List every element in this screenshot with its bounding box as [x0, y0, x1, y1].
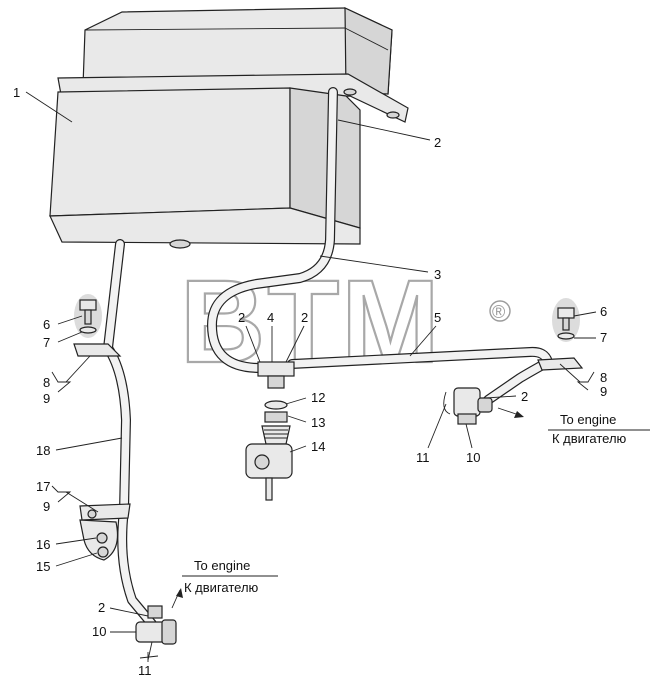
callout-15: 15: [36, 559, 50, 574]
clamp-hole: [87, 509, 97, 519]
callout-4: 4: [267, 310, 274, 325]
callout-7-left: 7: [43, 335, 50, 350]
callout-8-left: 8: [43, 375, 50, 390]
left-washer: [79, 326, 97, 334]
bottom-clip-11: [139, 655, 159, 659]
left-clamp-8: [73, 343, 122, 357]
registered-mark-circle: [489, 300, 511, 322]
watermark: BTM ®: [179, 255, 511, 389]
callout-11-bottom: 11: [138, 663, 152, 678]
tee-stem: [267, 375, 285, 389]
callout-5: 5: [434, 310, 441, 325]
flow-arrows: [171, 407, 524, 609]
callout-8-right: 8: [600, 370, 607, 385]
lower-left-clamp: [79, 503, 131, 561]
spring-13: [261, 425, 291, 445]
valve-port: [254, 454, 270, 470]
engine-note-right: To engine К двигателю: [552, 412, 627, 446]
flange-bolt-1: [343, 88, 357, 96]
tank-lid-side: [344, 7, 393, 95]
callout-12: 12: [311, 390, 325, 405]
tank-bottom: [49, 207, 361, 245]
valve-outlet: [265, 477, 273, 501]
right-washer: [557, 332, 575, 340]
callout-14: 14: [311, 439, 325, 454]
tank-drain-boss: [169, 239, 191, 249]
callout-11-right: 11: [416, 450, 430, 465]
callout-2-left-tee: 2: [238, 310, 245, 325]
callout-18: 18: [36, 443, 50, 458]
callout-1: 1: [13, 85, 20, 100]
callout-16: 16: [36, 537, 50, 552]
right-clip-11: [443, 391, 451, 415]
callout-2-right-tee: 2: [301, 310, 308, 325]
washer-12: [264, 400, 288, 410]
lid-edge-2: [344, 27, 389, 51]
fuel-valve: [245, 425, 293, 501]
right-bolt-head: [557, 307, 575, 319]
right-elbow-body: [453, 387, 481, 417]
tee-body: [257, 361, 295, 377]
left-bracket-hardware: [73, 294, 122, 357]
right-elbow-nut: [477, 397, 493, 413]
callout-2-right: 2: [521, 389, 528, 404]
callout-2-top: 2: [434, 135, 441, 150]
engine-note-right-en: To engine: [560, 412, 616, 427]
bottom-hose-clamp: [147, 605, 163, 619]
tee-fitting: [257, 361, 295, 423]
leader-lines: [25, 91, 650, 662]
callout-9-left: 9: [43, 391, 50, 406]
engine-note-bottom-ru: К двигателю: [184, 580, 259, 595]
supply-pipe: [208, 88, 337, 372]
right-bolt-shank: [562, 317, 570, 331]
callout-17: 17: [36, 479, 50, 494]
callout-13: 13: [311, 415, 325, 430]
callout-9-right: 9: [600, 384, 607, 399]
right-bracket-hardware: [537, 298, 584, 371]
callout-7-right: 7: [600, 330, 607, 345]
watermark-registered: ®: [492, 302, 505, 322]
callout-6-left: 6: [43, 317, 50, 332]
tank-side: [289, 87, 361, 229]
nut-13: [264, 411, 288, 423]
fuel-tank: [49, 7, 409, 249]
callout-10-bottom: 10: [92, 624, 106, 639]
callout-10-right: 10: [466, 450, 480, 465]
lid-edge: [84, 27, 346, 31]
right-elbow-fitting: [443, 387, 493, 425]
bottom-flow-arrow: [176, 588, 183, 598]
bracket-hole-15: [97, 546, 109, 558]
bottom-elbow-fitting: [135, 605, 177, 661]
engine-note-right-ru: К двигателю: [552, 431, 627, 446]
left-bolt-head: [79, 299, 97, 311]
callout-9-lower: 9: [43, 499, 50, 514]
callout-2-bottom: 2: [98, 600, 105, 615]
right-elbow-10: [457, 413, 477, 425]
callout-3: 3: [434, 267, 441, 282]
flange-bolt-2: [386, 111, 400, 119]
bracket-hole-16: [96, 532, 108, 544]
right-flow-arrow: [514, 411, 524, 418]
callout-labels: 1 2 3 2 4 2 5 6 7 8 9 12 13 14 18 17 9 1…: [13, 85, 607, 678]
left-bolt-shank: [84, 309, 92, 325]
bottom-elbow-nut: [161, 619, 177, 645]
engine-note-bottom-en: To engine: [194, 558, 250, 573]
callout-6-right: 6: [600, 304, 607, 319]
lower-clamp-17: [79, 503, 131, 521]
tank-front: [49, 87, 291, 217]
engine-note-bottom: To engine К двигателю: [184, 558, 259, 595]
